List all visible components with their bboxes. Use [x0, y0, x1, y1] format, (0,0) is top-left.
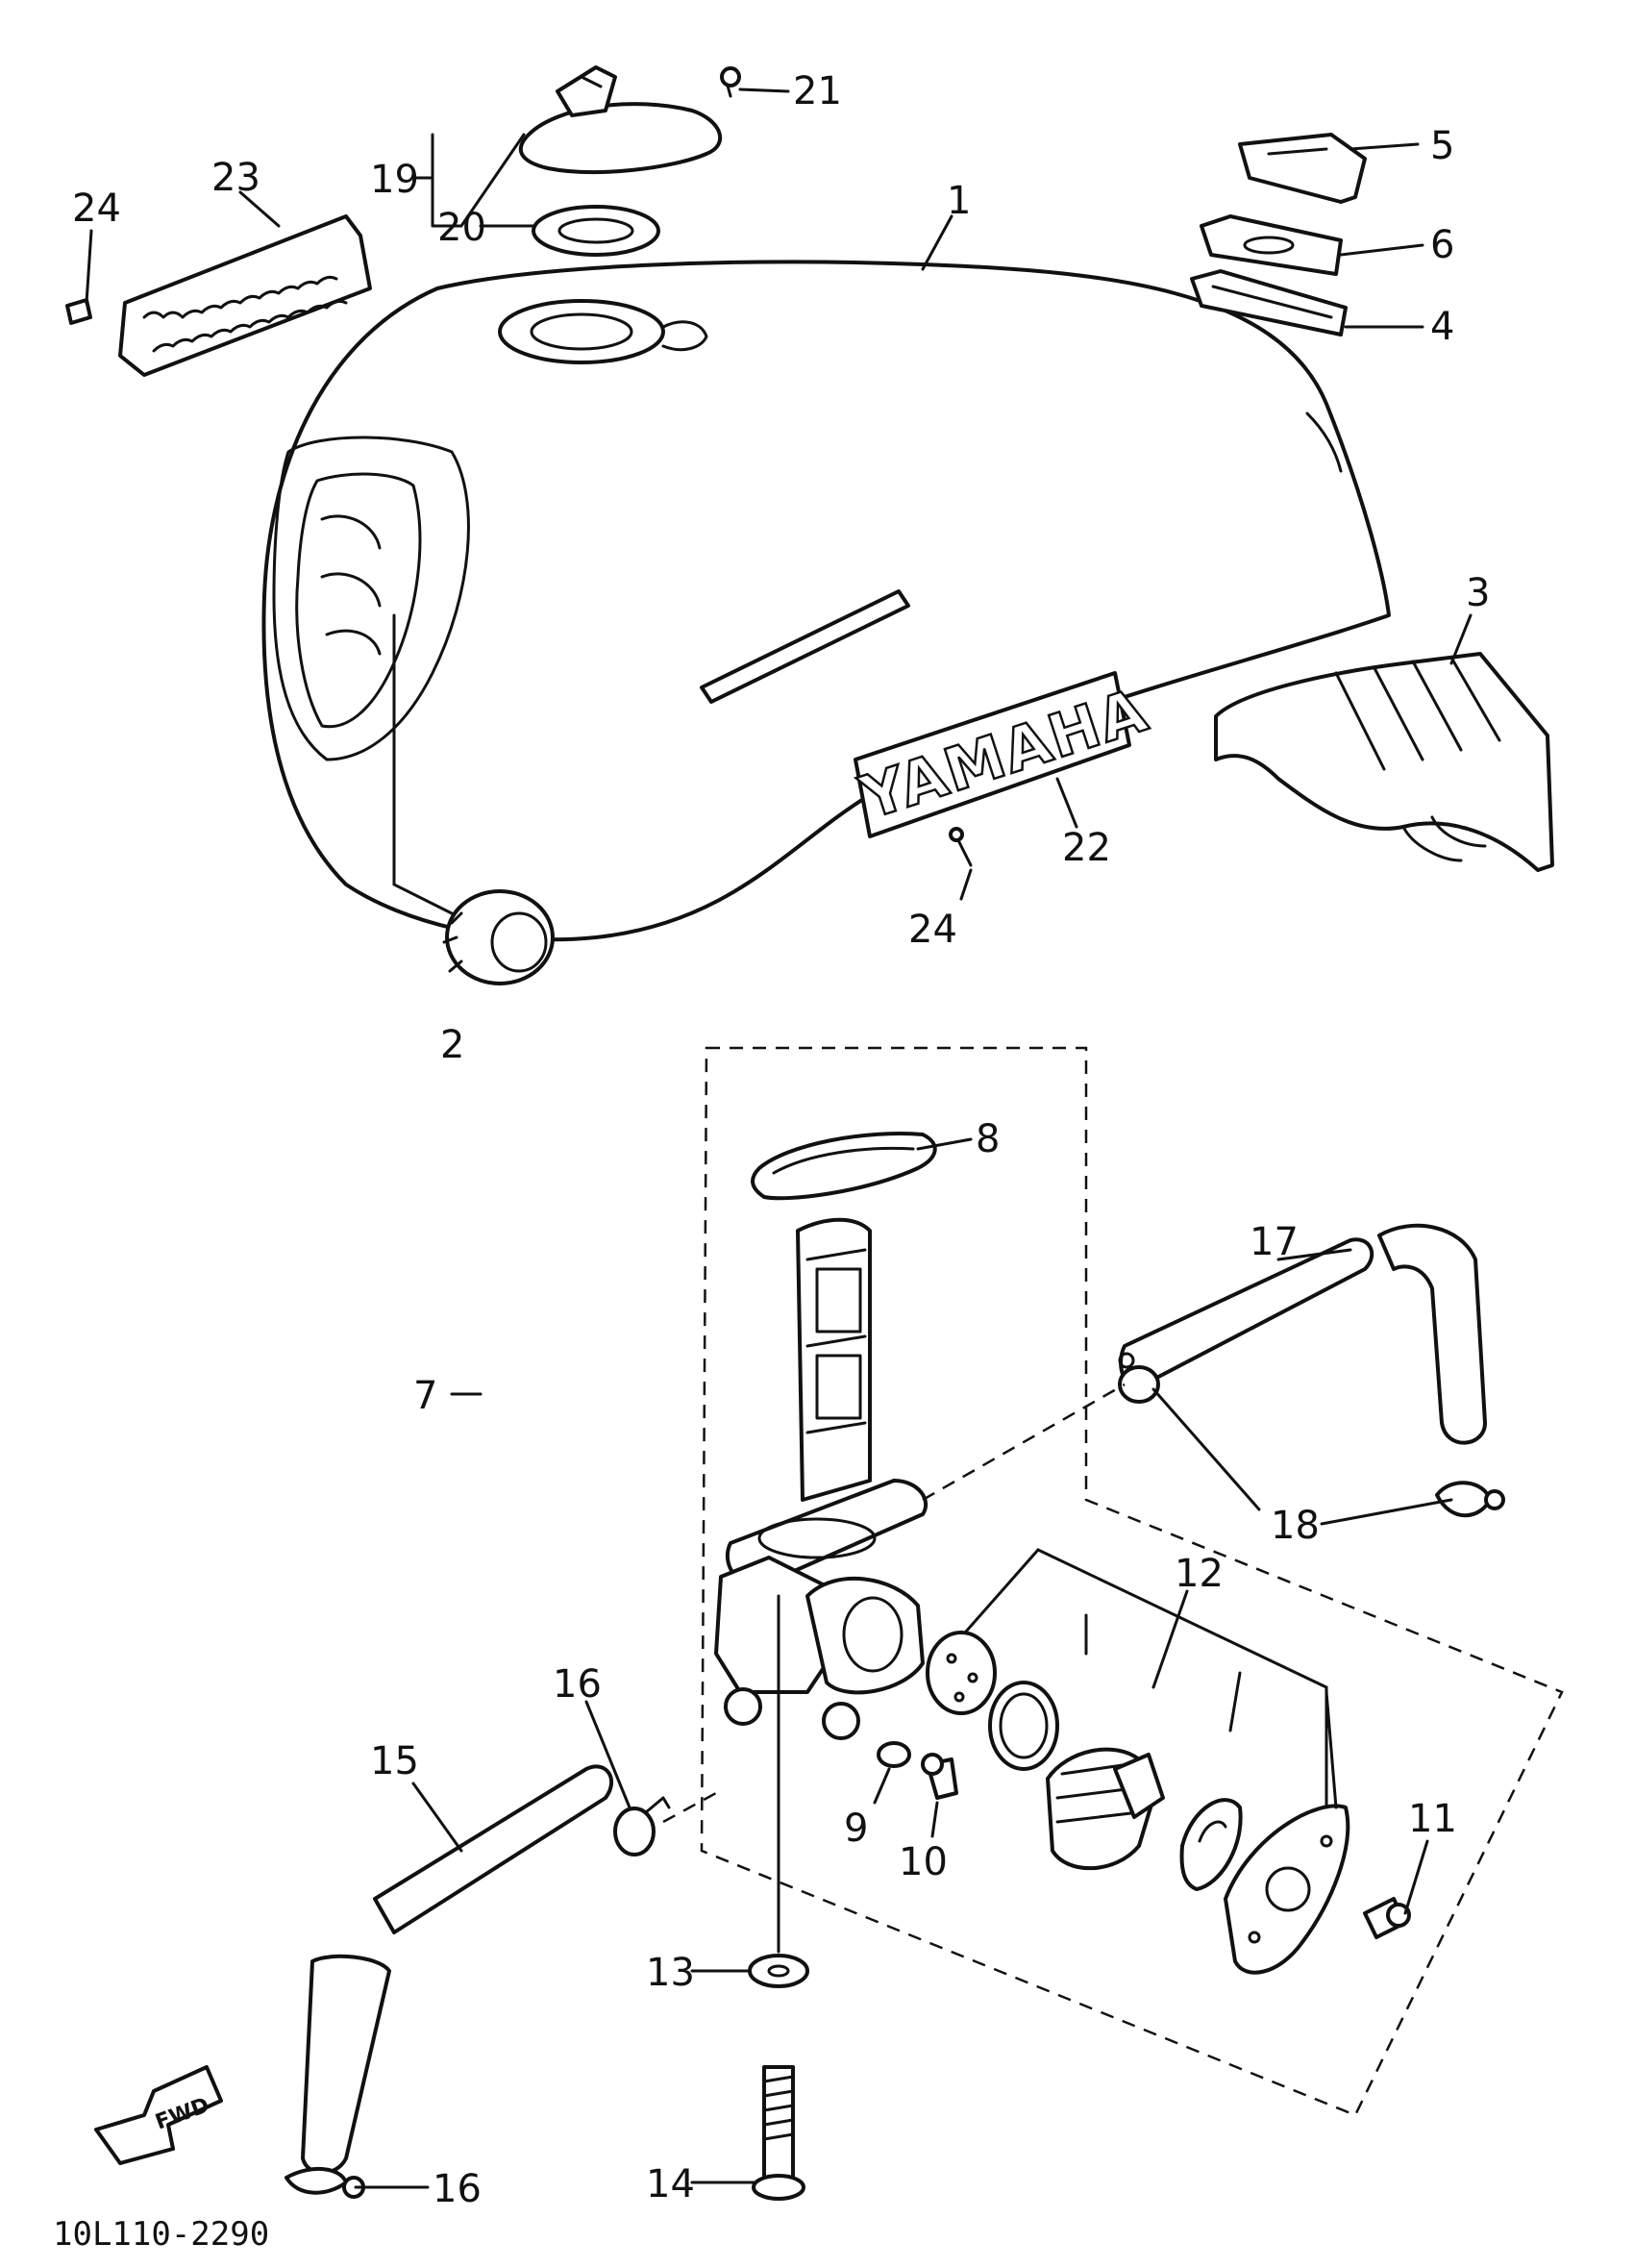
- washer-9: [877, 1741, 911, 1768]
- callout-18: 18: [1271, 1504, 1320, 1548]
- hose-clamp-18b: [1435, 1481, 1505, 1518]
- callout-13: 13: [646, 1951, 695, 1995]
- callout-16a: 16: [553, 1662, 602, 1707]
- cap-gasket: [532, 205, 660, 257]
- drawing-code: 10L110-2290: [53, 2215, 269, 2254]
- tank-cover: [1214, 652, 1554, 872]
- callout-22: 22: [1062, 826, 1111, 870]
- callout-24a: 24: [72, 187, 121, 231]
- callout-2: 2: [440, 1023, 464, 1067]
- screw-11: [1363, 1897, 1411, 1939]
- fuel-cock-lever: [1046, 1747, 1165, 1871]
- valve-disc: [926, 1631, 997, 1715]
- callout-21: 21: [793, 69, 842, 113]
- strip-screw: [65, 298, 92, 325]
- callout-12: 12: [1175, 1552, 1224, 1596]
- plate-6: [1200, 214, 1343, 276]
- gasket-4: [1190, 269, 1348, 336]
- callout-7: 7: [413, 1374, 437, 1418]
- fuel-cock: [714, 1217, 928, 1740]
- bolt-14: [752, 2065, 805, 2201]
- fuel-hose-15: [301, 1764, 613, 2175]
- washer-13: [748, 1954, 809, 1988]
- callout-5: 5: [1430, 124, 1454, 168]
- callout-24b: 24: [908, 908, 957, 952]
- cover-plate: [1224, 1804, 1350, 1975]
- cap-screw: [720, 66, 741, 98]
- fuel-cap: [518, 65, 723, 175]
- damper-2: [442, 889, 555, 985]
- callout-16b: 16: [433, 2167, 482, 2211]
- callout-10: 10: [899, 1840, 948, 1884]
- callout-8: 8: [976, 1117, 1000, 1161]
- callout-23: 23: [211, 156, 260, 200]
- callout-19: 19: [370, 158, 419, 202]
- breather-hose-17: [1119, 1223, 1487, 1445]
- lever-gasket: [1179, 1798, 1243, 1891]
- callout-15: 15: [370, 1739, 419, 1783]
- forward-arrow: FWD: [94, 2065, 223, 2165]
- o-ring: [988, 1681, 1059, 1771]
- callout-3: 3: [1466, 571, 1490, 615]
- callout-11: 11: [1408, 1797, 1457, 1841]
- fuel-cock-assembly-box: [700, 1046, 1564, 2117]
- rubber-strip: [118, 214, 372, 377]
- drain-bolt-10: [921, 1753, 958, 1800]
- gasket-8: [751, 1132, 937, 1201]
- fuel-tank: YAMAHA: [261, 260, 1391, 942]
- callout-14: 14: [646, 2162, 695, 2206]
- callout-9: 9: [844, 1807, 868, 1851]
- callout-1: 1: [947, 179, 971, 223]
- hose-clamp-16a: [613, 1796, 671, 1857]
- hose-clamp-18a: [1118, 1352, 1160, 1404]
- callout-20: 20: [437, 206, 486, 250]
- callout-4: 4: [1430, 305, 1454, 349]
- badge-5: [1238, 133, 1367, 204]
- callout-17: 17: [1250, 1220, 1299, 1264]
- callout-6: 6: [1430, 223, 1454, 267]
- hose-clamp-16b: [285, 2166, 365, 2199]
